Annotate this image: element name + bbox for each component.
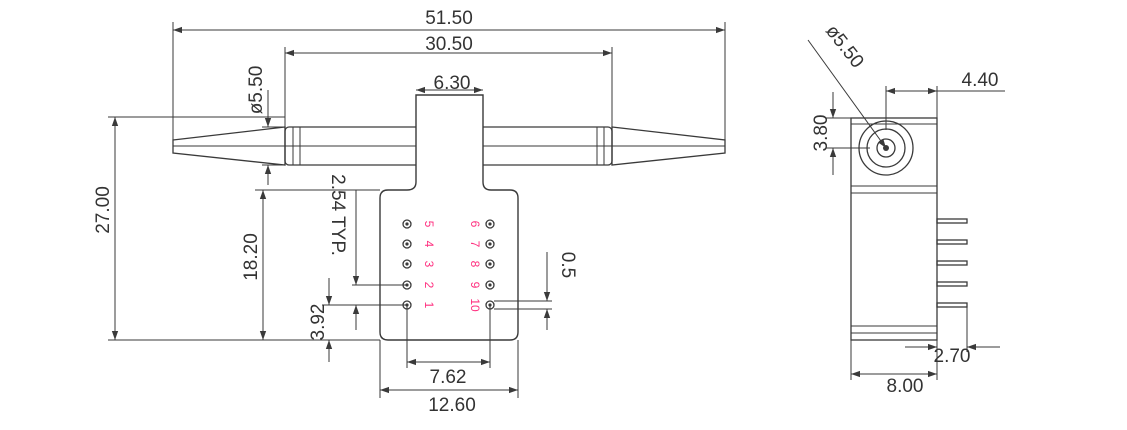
dim-label: 51.50 bbox=[425, 8, 473, 29]
side-view: ø5.50 4.40 3.80 2.70 bbox=[807, 21, 1005, 397]
dim-label: 12.60 bbox=[428, 395, 476, 416]
dim-label: 3.80 bbox=[811, 115, 832, 152]
dim-side-width: 8.00 bbox=[850, 340, 938, 397]
pin bbox=[485, 239, 495, 249]
side-housing bbox=[850, 117, 938, 341]
dim-total-height: 27.00 bbox=[93, 116, 380, 341]
dim-tube-diameter: ø5.50 bbox=[246, 66, 285, 185]
front-view: 5 4 3 2 1 6 7 8 9 10 51.50 30.50 bbox=[93, 8, 726, 416]
dim-label: 30.50 bbox=[425, 34, 473, 55]
dim-row-spacing: 7.62 bbox=[406, 305, 491, 388]
dim-label: 8.00 bbox=[887, 376, 924, 397]
dim-label: 3.92 bbox=[308, 304, 329, 341]
dim-tube-length: 30.50 bbox=[284, 34, 613, 127]
dim-label: 6.30 bbox=[434, 73, 471, 94]
side-pins bbox=[936, 218, 968, 352]
dim-label: 7.62 bbox=[430, 367, 467, 388]
pin-label: 10 bbox=[468, 298, 482, 312]
pin-label: 8 bbox=[468, 261, 482, 268]
dim-label: 18.20 bbox=[241, 233, 262, 281]
pin-label: 6 bbox=[468, 221, 482, 228]
pin-label: 4 bbox=[422, 241, 436, 248]
dim-side-offset-v: 3.80 bbox=[811, 92, 870, 175]
dim-pin-diameter: 0.5 bbox=[494, 252, 578, 330]
pin-label: 2 bbox=[422, 282, 436, 289]
pin-label: 9 bbox=[468, 282, 482, 289]
pin-label: 7 bbox=[468, 241, 482, 248]
dim-label: 0.5 bbox=[557, 252, 578, 278]
pin bbox=[485, 219, 495, 229]
dim-body-width: 12.60 bbox=[379, 340, 519, 416]
dim-label: 2.70 bbox=[934, 346, 971, 367]
pin bbox=[402, 239, 412, 249]
pin bbox=[485, 259, 495, 269]
dim-label: 2.54 TYP. bbox=[327, 174, 348, 256]
dim-body-height: 18.20 bbox=[241, 189, 380, 340]
dim-tab-width: 6.30 bbox=[416, 73, 483, 94]
relay-body bbox=[379, 94, 519, 341]
pin-labels: 5 4 3 2 1 6 7 8 9 10 bbox=[422, 221, 482, 312]
pin bbox=[485, 280, 495, 290]
pin-label: 3 bbox=[422, 261, 436, 268]
dim-side-offset-h: 4.40 bbox=[885, 70, 1005, 130]
dim-pin-offset: 3.92 bbox=[308, 278, 407, 362]
pin bbox=[402, 259, 412, 269]
dim-label: 27.00 bbox=[93, 186, 114, 234]
pin-label: 1 bbox=[422, 302, 436, 309]
dim-label: ø5.50 bbox=[246, 66, 267, 115]
dim-total-length: 51.50 bbox=[172, 8, 726, 140]
pin-label: 5 bbox=[422, 221, 436, 228]
dim-label: ø5.50 bbox=[821, 21, 867, 72]
dim-label: 4.40 bbox=[962, 70, 999, 91]
dim-pin-length: 2.70 bbox=[905, 343, 1000, 367]
pin bbox=[402, 219, 412, 229]
